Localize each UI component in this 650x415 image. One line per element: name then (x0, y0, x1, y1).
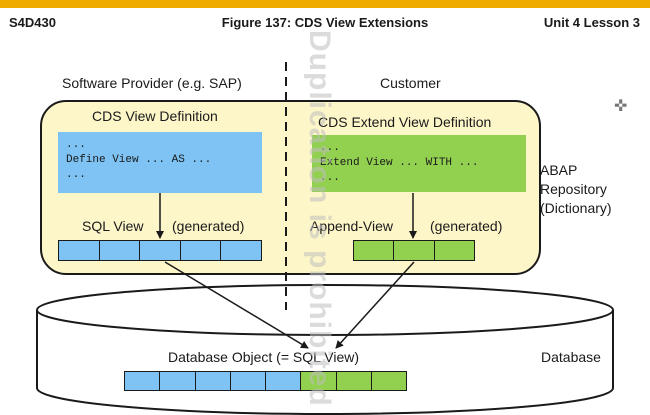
cds-extend-view-definition-title: CDS Extend View Definition (318, 114, 492, 130)
course-code: S4D430 (9, 15, 56, 30)
append-view-label: Append-View (310, 218, 394, 234)
database-label: Database (541, 349, 601, 365)
sql-view-table (58, 240, 262, 261)
unit-lesson: Unit 4 Lesson 3 (543, 15, 640, 30)
code-line: ... (320, 142, 340, 154)
accent-bar (0, 0, 650, 8)
append-view-table (353, 240, 475, 261)
cds-extend-view-code-block: ... Extend View ... WITH ... ... (312, 135, 526, 192)
abap-repository-label: ABAP Repository (Dictionary) (540, 162, 612, 216)
sql-view-label: SQL View (82, 218, 144, 234)
code-line: Define View ... AS ... (66, 154, 212, 166)
database-object-label: Database Object (= SQL View) (168, 349, 360, 365)
database-object-table (124, 371, 407, 391)
code-line: ... (320, 172, 340, 184)
cds-view-definition-title: CDS View Definition (92, 108, 218, 124)
customer-label: Customer (380, 75, 441, 91)
watermark: Duplication is prohibited (303, 30, 336, 407)
sql-view-generated-label: (generated) (172, 218, 245, 234)
append-view-to-database-arrow (335, 261, 415, 349)
sql-view-to-database-arrow (164, 261, 309, 349)
provider-label: Software Provider (e.g. SAP) (62, 75, 242, 91)
code-line: ... (66, 169, 86, 181)
crosshair-icon: ✜ (614, 98, 628, 115)
append-view-generated-label: (generated) (430, 218, 503, 234)
figure-title: Figure 137: CDS View Extensions (221, 15, 429, 30)
code-line: ... (66, 139, 86, 151)
cds-view-code-block: ... Define View ... AS ... ... (58, 132, 262, 193)
code-line: Extend View ... WITH ... (320, 157, 479, 169)
